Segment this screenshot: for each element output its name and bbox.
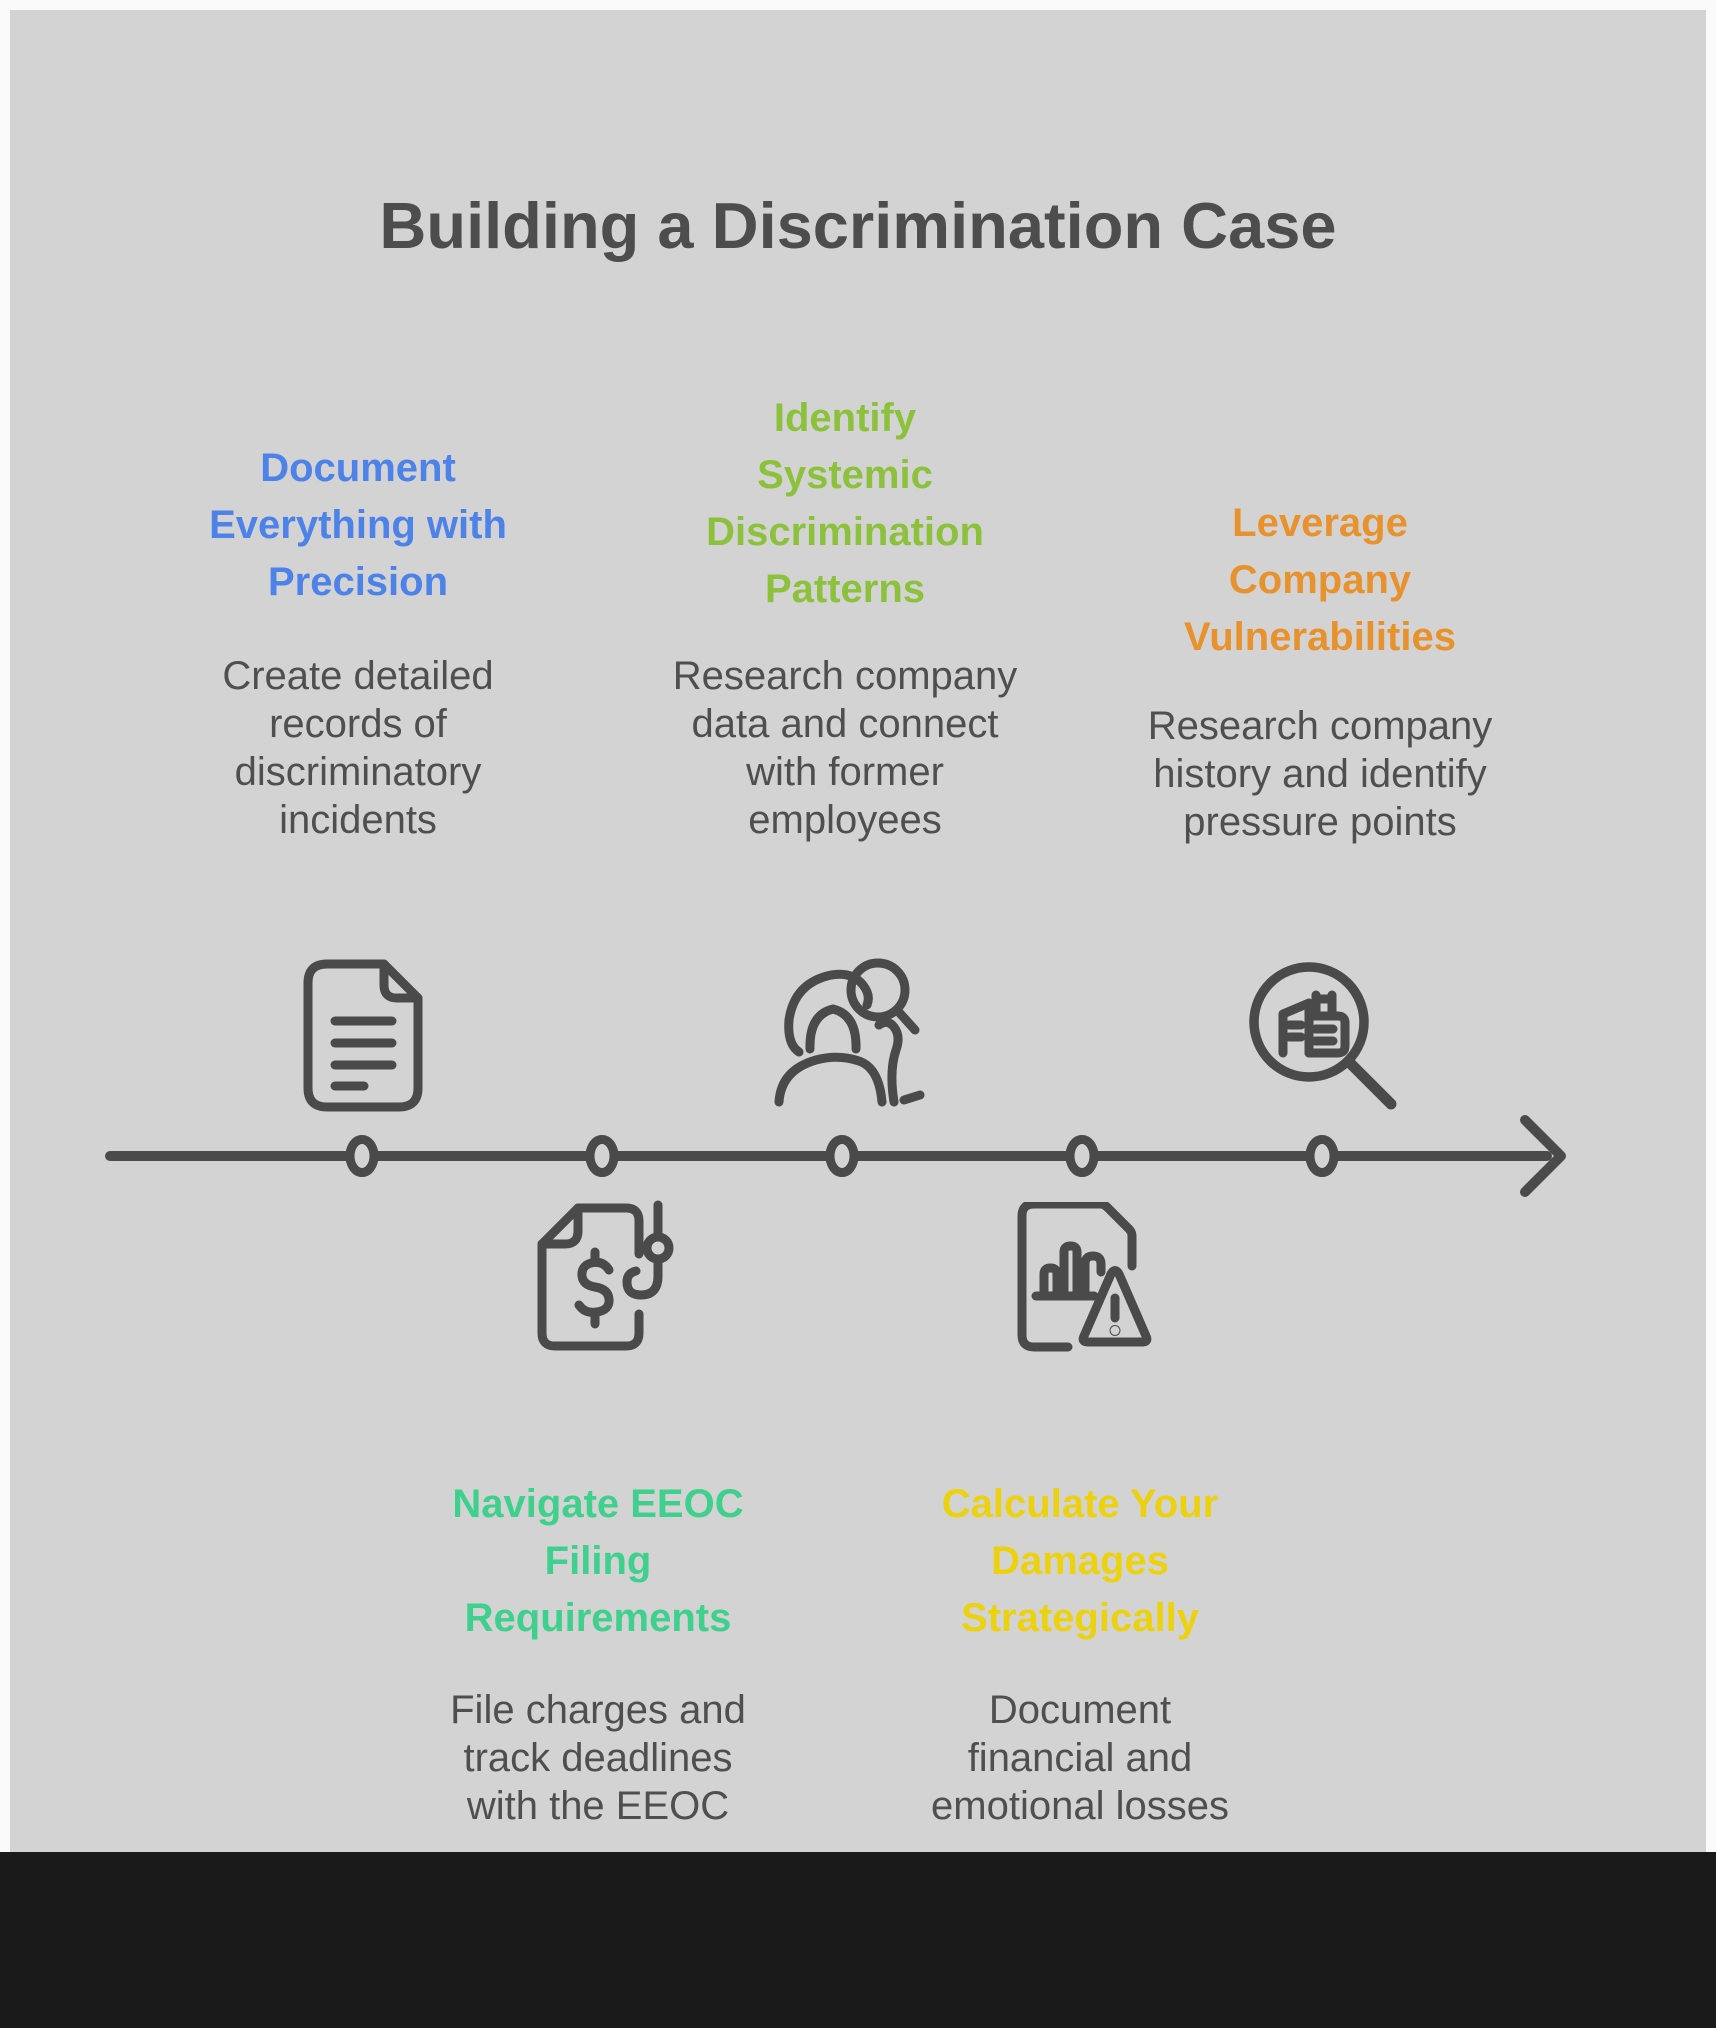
step3-heading: Leverage Company Vulnerabilities [1184, 501, 1456, 659]
step1-heading: Document Everything with Precision [209, 446, 507, 604]
page-title: Building a Discrimination Case [379, 189, 1337, 262]
timeline-node [1305, 1135, 1339, 1177]
step3-description: Research company history and identify pr… [1147, 704, 1493, 844]
timeline-arrow [105, 1115, 1566, 1197]
step2-heading: Identify Systemic Discrimination Pattern… [706, 396, 984, 611]
step4-description: File charges and track deadlines with th… [450, 1688, 746, 1828]
timeline-node [825, 1135, 859, 1177]
timeline-node [1065, 1135, 1099, 1177]
timeline-node [345, 1135, 379, 1177]
step2-description: Research company data and connect with f… [672, 654, 1018, 842]
person-search-icon [763, 950, 925, 1110]
step4-heading: Navigate EEOC Filing Requirements [452, 1482, 744, 1640]
infographic-background-panel [10, 10, 1706, 1852]
timeline-node [585, 1135, 619, 1177]
document-icon [296, 958, 431, 1113]
step1-description: Create detailed records of discriminator… [222, 654, 494, 842]
chart-warning-document-icon [1010, 1202, 1160, 1352]
dollar-document-hook-icon [530, 1198, 680, 1353]
step5-description: Document financial and emotional losses [931, 1688, 1229, 1828]
step5-heading: Calculate Your Damages Strategically [941, 1482, 1219, 1640]
building-search-icon [1245, 958, 1400, 1113]
bottom-bar [0, 1852, 1716, 2028]
